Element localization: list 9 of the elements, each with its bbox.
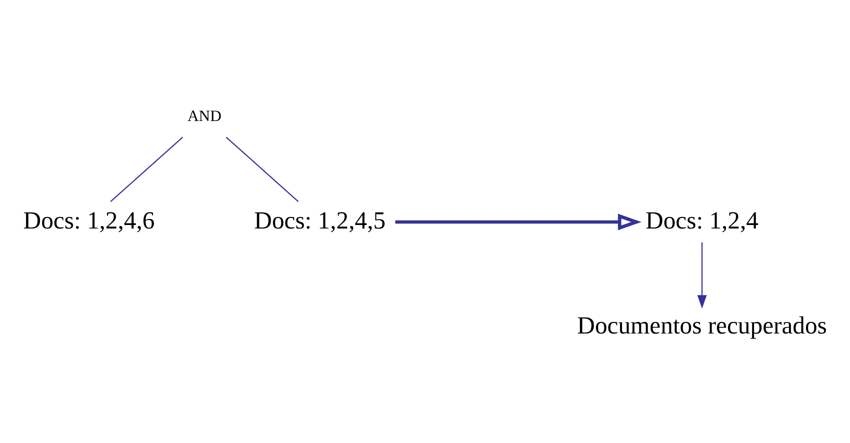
- node-text: Docs: 1,2,4: [645, 206, 758, 234]
- node-text: Docs: 1,2,4,6: [22, 206, 154, 234]
- node-text: Docs: 1,2,4,5: [254, 206, 386, 234]
- node-text: AND: [186, 107, 221, 124]
- arrow: [696, 242, 706, 308]
- connector: [225, 136, 298, 202]
- connector: [110, 136, 183, 202]
- arrow: [394, 213, 641, 230]
- node-text: Documentos recuperados: [576, 312, 826, 340]
